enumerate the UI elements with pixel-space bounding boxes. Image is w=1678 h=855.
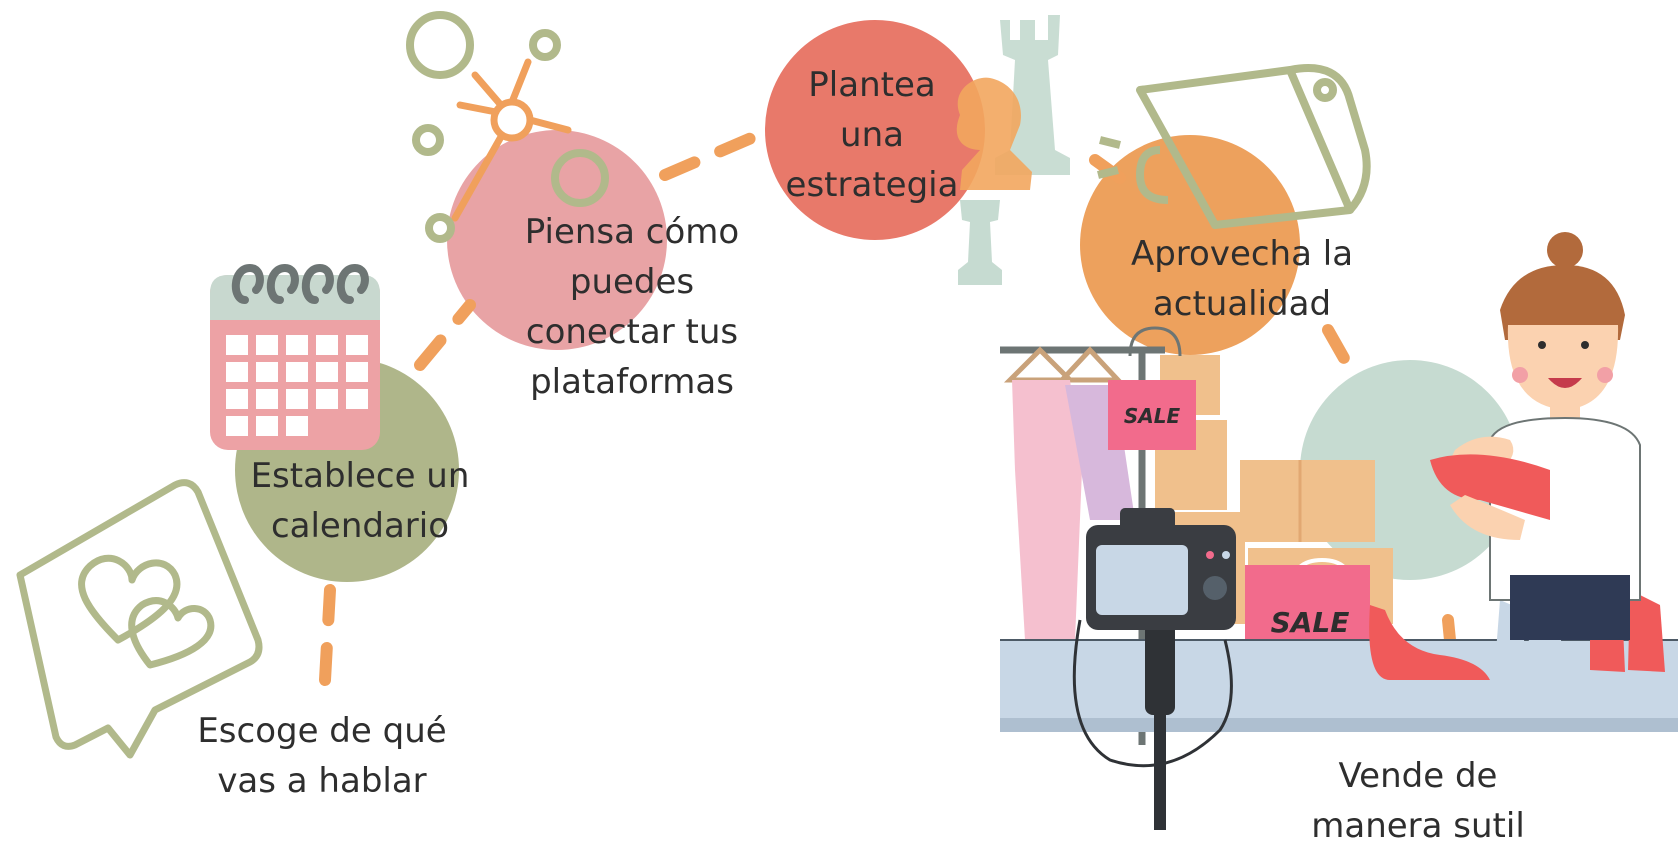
calendar-day-cell [286,416,308,436]
calendar-icon [210,263,380,450]
step-label-line: Vende de [1339,756,1498,796]
step-label-3: Piensa cómo puedes conectar tus plataformas [525,212,739,402]
shop-scene-illustration: SALE SALE [1000,232,1678,830]
sale-tag-small: SALE [1124,404,1181,428]
calendar-day-cell [256,389,278,409]
calendar-day-cell [256,362,278,382]
step-labels: Escoge de qué vas a hablar Establece un ca… [197,65,1524,846]
calendar-day-cell [226,389,248,409]
chat-hearts-icon [16,479,263,759]
step-label-line: conectar tus [526,312,738,352]
step-circle-4 [765,20,985,240]
network-icon [406,11,609,243]
calendar-day-cell [256,335,278,355]
step-label-5: Aprovecha la actualidad [1131,234,1353,324]
step-label-line: estrategia [786,165,959,205]
calendar-day-cell [226,416,248,436]
step-label-line: plataformas [530,362,734,402]
step-label-1: Escoge de qué vas a hablar [197,711,446,801]
calendar-day-cell [346,362,368,382]
step-label-line: Escoge de qué [197,711,446,751]
step-label-line: actualidad [1153,284,1331,324]
step-label-line: calendario [271,506,449,546]
chess-pieces-icon [956,15,1070,285]
calendar-day-cell [316,362,338,382]
step-label-line: Plantea [808,65,935,105]
calendar-day-cell [286,389,308,409]
step-label-line: puedes [570,262,694,302]
shopkeeper-figure [1430,232,1641,640]
step-label-line: manera sutil [1311,806,1525,846]
step-label-line: vas a hablar [217,761,426,801]
step-label-line: Piensa cómo [525,212,739,252]
calendar-day-cell [346,389,368,409]
calendar-day-cell [226,335,248,355]
calendar-day-cell [286,362,308,382]
step-label-2: Establece un calendario [251,456,470,546]
step-label-line: Establece un [251,456,470,496]
calendar-day-cell [256,416,278,436]
step-label-6: Vende de manera sutil [1311,756,1525,846]
megaphone-icon [1097,64,1371,229]
calendar-day-cell [346,335,368,355]
step-label-4: Plantea una estrategia [786,65,959,205]
step-label-line: una [840,115,904,155]
calendar-day-cell [316,335,338,355]
calendar-day-cell [286,335,308,355]
step-circle-3 [447,130,667,350]
step-circle-5 [1080,135,1300,355]
sale-tag-large: SALE [1271,606,1350,639]
calendar-day-cell [226,362,248,382]
calendar-day-cell [316,389,338,409]
step-label-line: Aprovecha la [1131,234,1353,274]
